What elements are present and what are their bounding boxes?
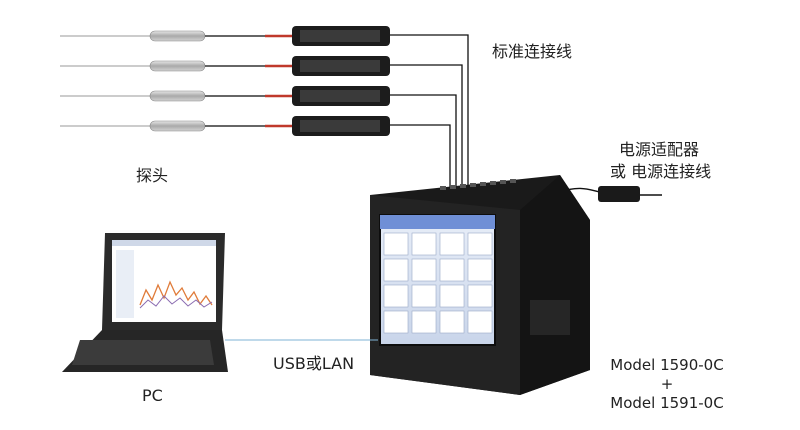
label-pc: PC — [142, 386, 163, 405]
label-standard-cable: 标准连接线 — [492, 42, 573, 61]
probe-4 — [60, 116, 390, 136]
model-labels: Model 1590-0C + Model 1591-0C — [602, 356, 732, 413]
power-adapter-icon — [559, 186, 662, 202]
label-plus: + — [660, 375, 674, 393]
label-probe: 探头 — [136, 166, 169, 185]
label-power-cable: 或 电源连接线 — [610, 162, 712, 181]
label-model-a: Model 1590-0C — [610, 356, 724, 374]
data-logger-icon — [370, 175, 590, 395]
label-model-b: Model 1591-0C — [610, 394, 724, 412]
probe-1 — [60, 26, 390, 46]
probe-3 — [60, 86, 390, 106]
probe-2 — [60, 56, 390, 76]
standard-cables — [390, 34, 469, 190]
label-usb-lan: USB或LAN — [273, 354, 355, 373]
label-power-adapter: 电源适配器 — [619, 140, 700, 159]
laptop-icon — [62, 233, 228, 372]
